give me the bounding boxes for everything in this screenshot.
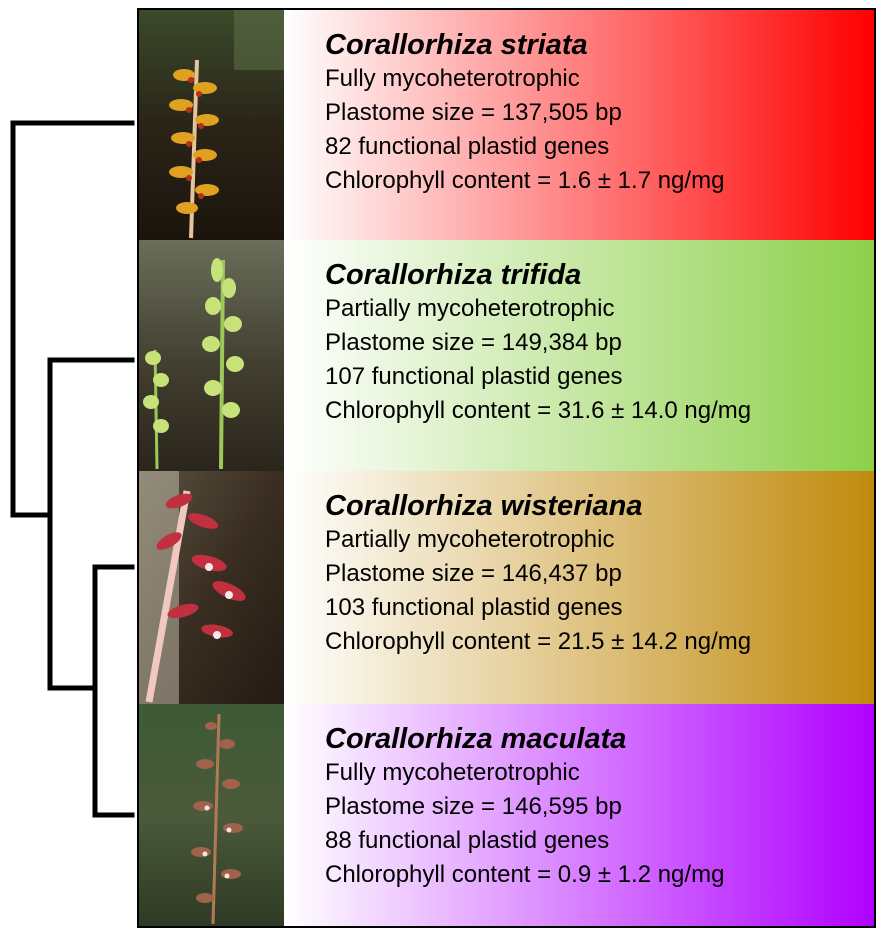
chlorophyll-content: Chlorophyll content = 31.6 ± 14.0 ng/mg: [325, 397, 752, 424]
species-row-trifida: Corallorhiza trifida Partially mycoheter…: [139, 240, 874, 471]
plastome-size: Plastome size = 146,437 bp: [325, 560, 622, 587]
species-info-trifida: Corallorhiza trifida Partially mycoheter…: [284, 240, 874, 471]
plastome-size: Plastome size = 146,595 bp: [325, 793, 622, 820]
trophic-mode: Fully mycoheterotrophic: [325, 65, 580, 92]
species-name: Corallorhiza striata: [325, 29, 588, 61]
species-table: Corallorhiza striata Fully mycoheterotro…: [137, 8, 876, 928]
species-row-striata: Corallorhiza striata Fully mycoheterotro…: [139, 10, 874, 240]
functional-genes: 88 functional plastid genes: [325, 827, 610, 854]
species-info-maculata: Corallorhiza maculata Fully mycoheterotr…: [284, 704, 874, 926]
species-name: Corallorhiza trifida: [325, 259, 582, 291]
trophic-mode: Partially mycoheterotrophic: [325, 526, 615, 553]
chlorophyll-content: Chlorophyll content = 1.6 ± 1.7 ng/mg: [325, 167, 725, 194]
plastome-size: Plastome size = 137,505 bp: [325, 99, 622, 126]
species-info-wisteriana: Corallorhiza wisteriana Partially mycohe…: [284, 471, 874, 704]
orchid-photo-wisteriana: [139, 471, 284, 704]
species-name: Corallorhiza maculata: [325, 723, 627, 755]
phylogenetic-tree: [10, 120, 135, 818]
chlorophyll-content: Chlorophyll content = 0.9 ± 1.2 ng/mg: [325, 861, 725, 888]
species-row-maculata: Corallorhiza maculata Fully mycoheterotr…: [139, 704, 874, 926]
species-row-wisteriana: Corallorhiza wisteriana Partially mycohe…: [139, 471, 874, 704]
functional-genes: 82 functional plastid genes: [325, 133, 610, 160]
species-info-striata: Corallorhiza striata Fully mycoheterotro…: [284, 10, 874, 240]
functional-genes: 107 functional plastid genes: [325, 363, 623, 390]
species-name: Corallorhiza wisteriana: [325, 490, 643, 522]
chlorophyll-content: Chlorophyll content = 21.5 ± 14.2 ng/mg: [325, 628, 752, 655]
trophic-mode: Partially mycoheterotrophic: [325, 295, 615, 322]
orchid-photo-maculata: [139, 704, 284, 926]
trophic-mode: Fully mycoheterotrophic: [325, 759, 580, 786]
orchid-photo-trifida: [139, 240, 284, 471]
functional-genes: 103 functional plastid genes: [325, 594, 623, 621]
orchid-photo-striata: [139, 10, 284, 240]
plastome-size: Plastome size = 149,384 bp: [325, 329, 622, 356]
